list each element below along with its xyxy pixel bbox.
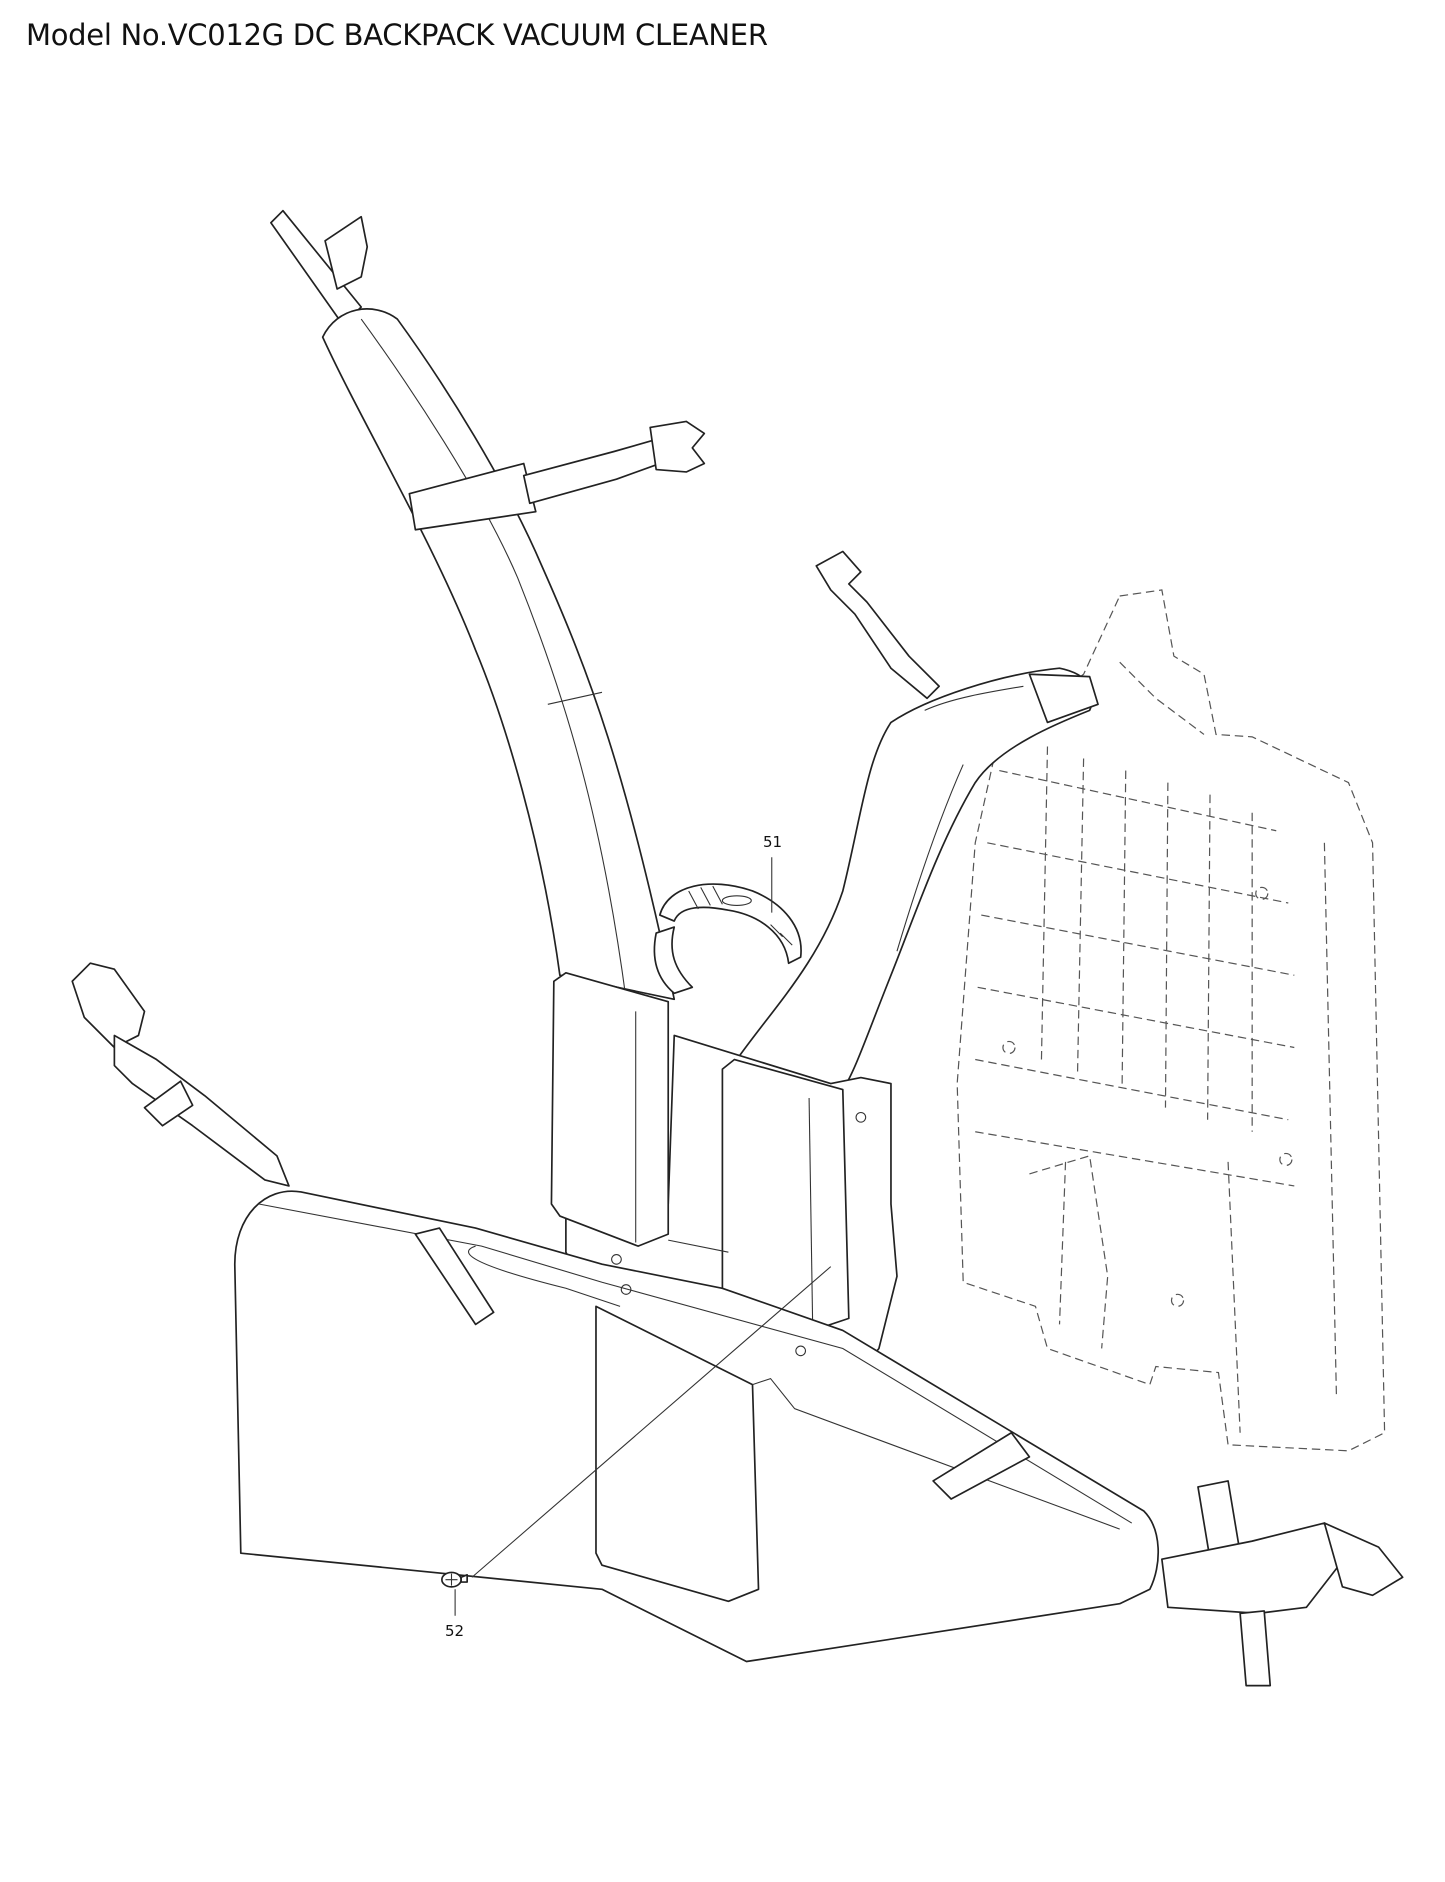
part-label-51: 51 [763, 833, 783, 851]
right-shoulder-strap [736, 550, 1099, 1091]
left-waist-buckle [71, 962, 290, 1187]
right-waist-buckle [1161, 1480, 1404, 1687]
shoulder-pads [550, 971, 850, 1332]
screw-part-52 [441, 1571, 468, 1588]
motor-housing-phantom [956, 589, 1386, 1452]
leader-line-52 [454, 1266, 832, 1616]
left-shoulder-strap [270, 209, 706, 1001]
mount-hole [611, 1254, 622, 1265]
diagram-title: Model No.VC012G DC BACKPACK VACUUM CLEAN… [26, 18, 768, 52]
handle-part-51 [653, 883, 802, 995]
hose-stub [414, 1227, 495, 1326]
chest-buckle [649, 420, 706, 473]
part-label-52: 52 [445, 1622, 465, 1640]
